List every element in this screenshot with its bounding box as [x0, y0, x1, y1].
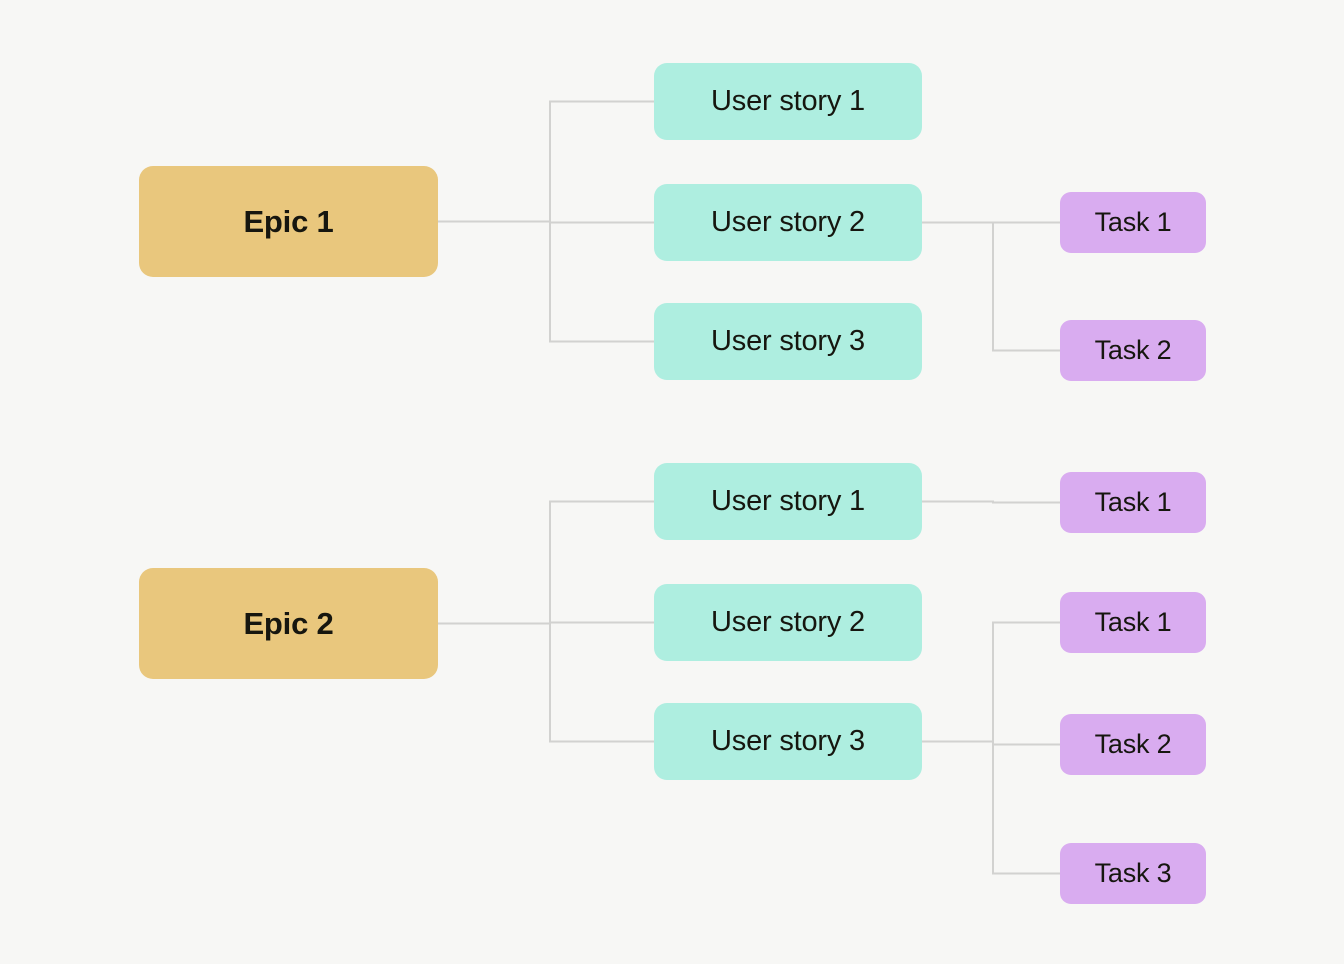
connector-epic2-to-s2_2 — [438, 621, 654, 625]
task-node-t3_3[interactable]: Task 3 — [1060, 843, 1206, 904]
connector-s1_2-to-t1_2 — [922, 221, 1060, 352]
connector-s2_3-to-t3_3 — [922, 740, 1060, 875]
story-node-s2_3[interactable]: User story 3 — [654, 703, 922, 780]
connector-epic2-to-s2_1 — [438, 500, 654, 625]
connector-epic2-to-s2_3 — [438, 622, 654, 743]
task-node-t1_2[interactable]: Task 2 — [1060, 320, 1206, 381]
connector-s2_3-to-t3_2 — [922, 740, 1060, 746]
epic-node-epic1[interactable]: Epic 1 — [139, 166, 438, 277]
task-node-t1_1[interactable]: Task 1 — [1060, 192, 1206, 253]
task-node-t2_1[interactable]: Task 1 — [1060, 472, 1206, 533]
story-node-s1_2[interactable]: User story 2 — [654, 184, 922, 261]
connector-epic1-to-s1_2 — [438, 220, 654, 224]
connector-s2_1-to-t2_1 — [922, 500, 1060, 504]
epic-node-epic2[interactable]: Epic 2 — [139, 568, 438, 679]
connector-s2_3-to-t3_1 — [922, 621, 1060, 743]
task-node-t3_2[interactable]: Task 2 — [1060, 714, 1206, 775]
story-node-s2_2[interactable]: User story 2 — [654, 584, 922, 661]
story-node-s1_3[interactable]: User story 3 — [654, 303, 922, 380]
connector-epic1-to-s1_3 — [438, 220, 654, 343]
task-node-t3_1[interactable]: Task 1 — [1060, 592, 1206, 653]
story-node-s1_1[interactable]: User story 1 — [654, 63, 922, 140]
story-node-s2_1[interactable]: User story 1 — [654, 463, 922, 540]
connector-epic1-to-s1_1 — [438, 100, 654, 223]
